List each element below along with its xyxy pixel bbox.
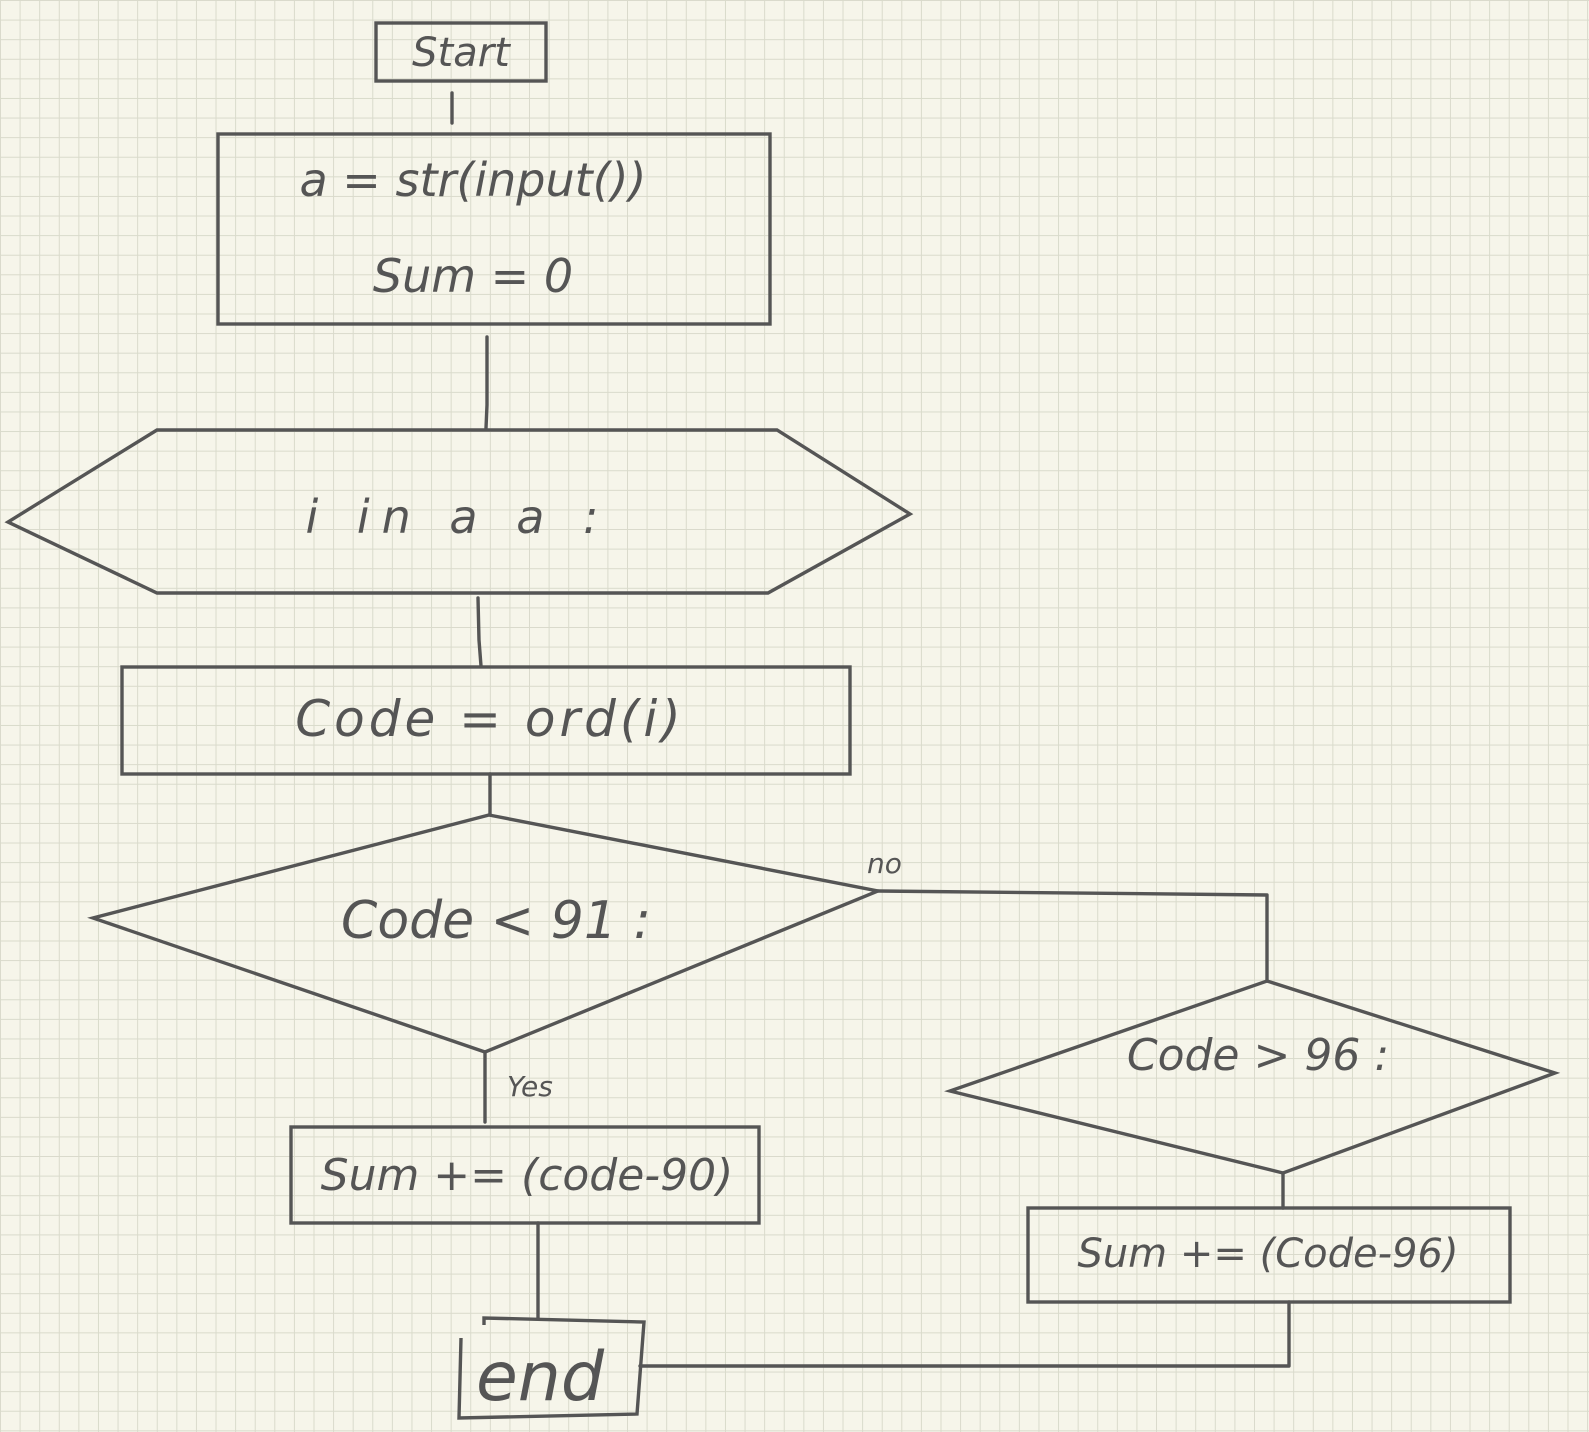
edge-decision-no-branch: [876, 889, 1269, 983]
edge-loop-to-code: [476, 596, 483, 668]
sum-upper-box: [289, 1125, 761, 1225]
start-node: Start: [374, 21, 548, 83]
decision-lower-node: Code > 96 :: [944, 979, 1561, 1175]
decision-lower-diamond: [944, 979, 1561, 1175]
init-node: a = str(input()) Sum = 0: [216, 132, 772, 326]
end-label: end: [476, 1338, 605, 1417]
init-line-2: Sum = 0: [373, 249, 573, 303]
loop-node: i in a a :: [4, 428, 914, 595]
loop-hexagon: [4, 428, 914, 595]
code-assign-node: Code = ord(i): [120, 665, 852, 776]
start-label: Start: [412, 30, 511, 76]
sum-lower-box: [1026, 1206, 1512, 1304]
edge-sum-lower-to-end: [638, 1300, 1291, 1368]
edge-init-to-loop: [484, 335, 489, 430]
start-box: [374, 21, 548, 83]
connectors: [450, 91, 1291, 1368]
loop-label: i in a a :: [305, 490, 610, 544]
decision-upper-node: Code < 91 :: [87, 813, 884, 1054]
sum-upper-label: Sum += (code-90): [321, 1150, 734, 1201]
end-box: [457, 1316, 646, 1420]
init-box: [216, 132, 772, 326]
init-line-1: a = str(input()): [300, 153, 647, 207]
edge-label-yes: Yes: [507, 1070, 553, 1103]
end-node: end: [457, 1316, 646, 1420]
sum-lower-node: Sum += (Code-96): [1026, 1206, 1512, 1304]
edge-label-no: no: [867, 847, 902, 880]
code-assign-label: Code = ord(i): [295, 690, 684, 748]
sum-lower-label: Sum += (Code-96): [1077, 1231, 1458, 1277]
decision-upper-diamond: [87, 813, 884, 1054]
sum-upper-node: Sum += (code-90): [289, 1125, 761, 1225]
decision-upper-label: Code < 91 :: [341, 891, 651, 951]
decision-lower-label: Code > 96 :: [1127, 1030, 1389, 1081]
code-assign-box: [120, 665, 852, 776]
